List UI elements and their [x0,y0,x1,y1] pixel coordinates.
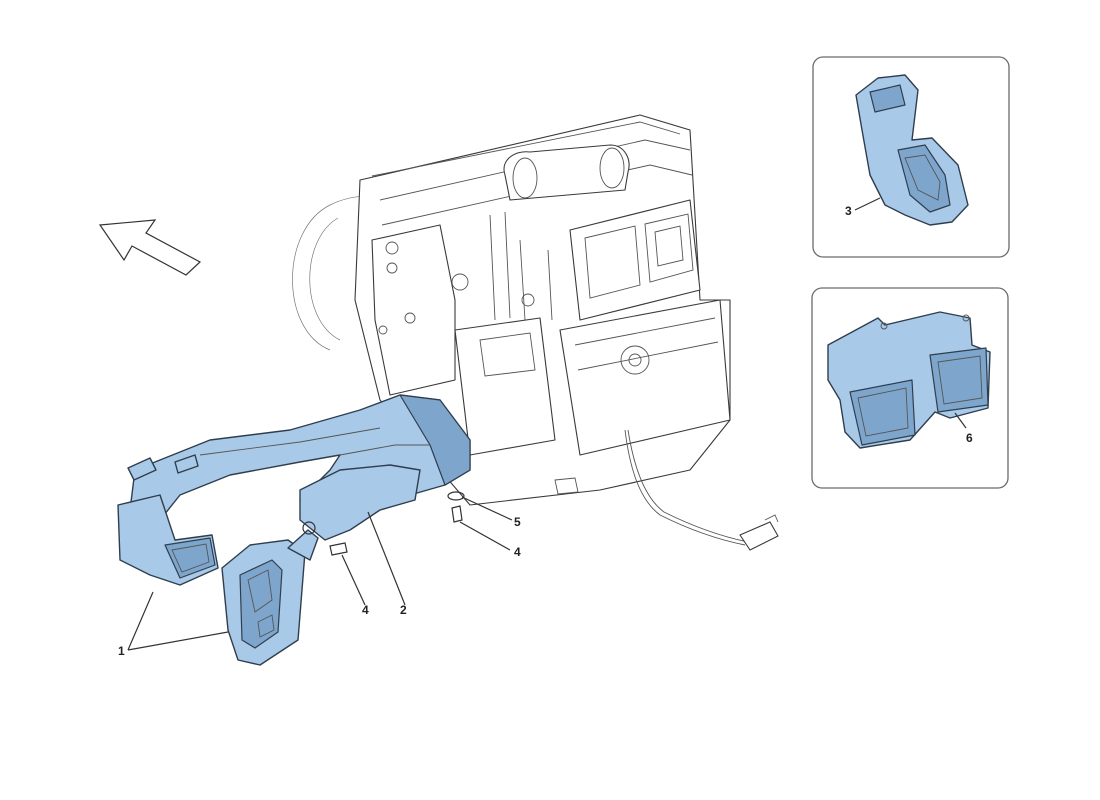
callout-6: 6 [966,431,973,445]
part-duct-2b [299,464,421,541]
callout-3: 3 [845,204,852,218]
direction-arrow-icon [98,219,202,276]
screw-4a [302,521,348,556]
callout-1: 1 [118,644,125,658]
callout-4-left: 4 [362,603,369,617]
part-duct-2 [127,394,471,531]
inset-panel-part-6: 6 [811,287,1009,489]
inset-panel-part-3: 3 [812,56,1010,258]
part-outlet-1a [117,494,219,586]
callout-5: 5 [514,515,521,529]
washer-5 [447,491,465,501]
callout-4-right: 4 [514,545,521,559]
screw-4b [451,505,463,523]
callout-2: 2 [400,603,407,617]
hvac-housing [292,114,779,551]
part-vent-bezel-1b [221,529,319,666]
leader-lines [127,496,513,651]
